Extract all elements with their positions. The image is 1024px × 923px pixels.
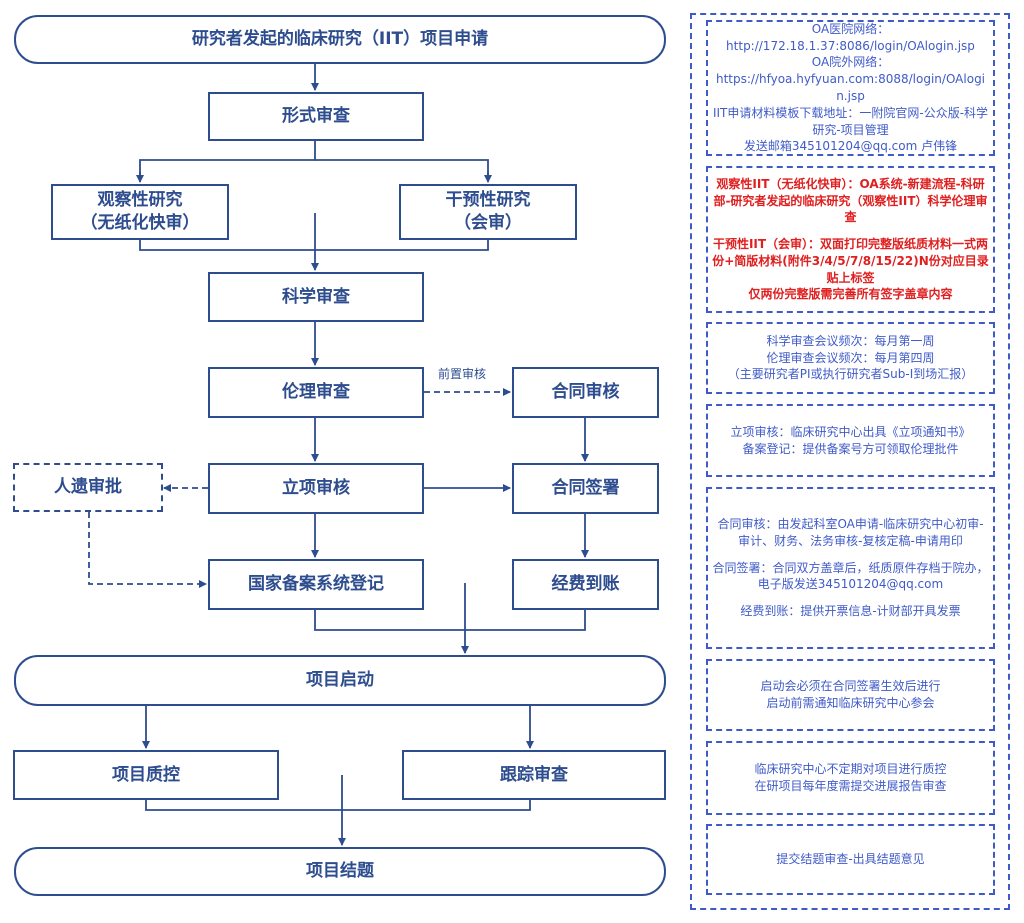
edge-formal-to-interventional (315, 159, 489, 180)
node-label: 跟踪审查 (500, 764, 568, 785)
edge-quality-to-merge (145, 800, 342, 811)
notes-panel (690, 13, 1010, 910)
node-contract-review: 合同审核 (512, 367, 659, 418)
note-line: 合同审核：由发起科室OA申请-临床研究中心初审-审计、财务、法务审核-复核定稿-… (717, 517, 984, 548)
node-label: 伦理审查 (282, 382, 350, 403)
edge-tracking-to-merge (342, 800, 531, 811)
edge-label-pre-review: 前置审核 (438, 367, 487, 381)
note-line: 观察性IIT（无纸化快审）：OA系统-新建流程-科研部-研究者发起的临床研究（观… (713, 176, 988, 225)
node-quality-control: 项目质控 (13, 750, 279, 800)
note-line: IIT申请材料模板下载地址：一附院官网-公众版-科学研究-项目管理 (712, 105, 989, 137)
note-line: OA医院网络： (811, 21, 890, 36)
node-label: 经费到账 (551, 574, 620, 595)
node-label: 项目启动 (306, 670, 374, 691)
node-contract-signing: 合同签署 (512, 463, 659, 514)
node-observational-study: 观察性研究 （无纸化快审） (51, 184, 229, 240)
node-sublabel: （会审） (454, 213, 522, 233)
node-label: 国家备案系统登记 (248, 574, 384, 595)
note-oa-links: OA医院网络： http://172.18.1.37:8086/login/OA… (706, 20, 995, 156)
note-line: 经费到账：提供开票信息-计财部开具发票 (740, 604, 961, 619)
node-label: 研究者发起的临床研究（IIT）项目申请 (191, 29, 489, 50)
note-line: （主要研究者PI或执行研究者Sub-I到场汇报） (727, 367, 974, 382)
node-label: 观察性研究 (97, 190, 183, 211)
node-ethics-review: 伦理审查 (208, 367, 424, 418)
note-kickoff: 启动会必须在合同签署生效后进行 启动前需通知临床研究中心参会 (706, 659, 995, 731)
node-label: 干预性研究 (445, 190, 531, 211)
node-scientific-review: 科学审查 (208, 272, 424, 322)
note-line: 启动会必须在合同签署生效后进行 (760, 679, 941, 694)
note-line: 在研项目每年度需提交进展报告审查 (754, 779, 947, 793)
node-project-application: 研究者发起的临床研究（IIT）项目申请 (14, 15, 666, 64)
node-project-close: 项目结题 (14, 847, 666, 896)
node-national-registry: 国家备案系统登记 (208, 559, 424, 610)
note-line: OA院外网络： (811, 55, 890, 70)
edge-genetic-to-registry (88, 512, 207, 588)
note-quality-tracking: 临床研究中心不定期对项目进行质控 在研项目每年度需提交进展报告审查 (706, 741, 995, 815)
note-line: https://hfyoa.hyfyuan.com:8088/login/OAl… (715, 72, 986, 103)
node-project-approval: 立项审核 (208, 463, 424, 514)
node-label: 项目结题 (306, 861, 374, 882)
edge-funds-to-merge (465, 610, 586, 631)
node-label: 立项审核 (282, 478, 350, 499)
note-line: 伦理审查会议频次：每月第四周 (766, 350, 935, 365)
node-label: 科学审查 (282, 286, 350, 307)
node-formal-review: 形式审查 (208, 92, 424, 141)
edge-observational-to-merge (139, 240, 315, 251)
note-closing: 提交结题审查-出具结题意见 (706, 824, 995, 895)
node-interventional-study: 干预性研究 （会审） (399, 184, 577, 240)
note-line: 科学审查会议频次：每月第一周 (766, 333, 935, 348)
note-line: 合同签署：合同双方盖章后，纸质原件存档于院办，电子版发送345101204@qq… (712, 560, 989, 592)
node-human-genetic-approval: 人遗审批 (13, 463, 163, 512)
note-meeting-frequency: 科学审查会议频次：每月第一周 伦理审查会议频次：每月第四周 （主要研究者PI或执… (706, 322, 995, 394)
node-label: 人遗审批 (54, 477, 122, 498)
note-approval-registration: 立项审核：临床研究中心出具《立项通知书》 备案登记：提供备案号方可领取伦理批件 (706, 404, 995, 477)
note-line: 提交结题审查-出具结题意见 (776, 852, 925, 867)
edge-registry-to-merge (314, 610, 465, 631)
note-line: 干预性IIT（会审）：双面打印完整版纸质材料一式两份+简版材料(附件3/4/5/… (712, 237, 989, 285)
node-label: 合同签署 (551, 478, 620, 499)
note-line: 备案登记：提供备案号方可领取伦理批件 (742, 441, 959, 456)
edge-formal-to-branches (139, 141, 316, 180)
node-label: 形式审查 (282, 106, 350, 127)
note-line: 临床研究中心不定期对项目进行质控 (754, 762, 947, 777)
node-label: 合同审核 (551, 382, 620, 403)
note-submission-requirements: 观察性IIT（无纸化快审）：OA系统-新建流程-科研部-研究者发起的临床研究（观… (706, 166, 995, 313)
note-line: 立项审核：临床研究中心出具《立项通知书》 (730, 424, 971, 439)
note-line: http://172.18.1.37:8086/login/OAlogin.js… (726, 38, 975, 53)
note-line: 发送邮箱345101204@qq.com 卢伟锋 (743, 139, 958, 154)
node-label: 项目质控 (112, 764, 180, 785)
node-funds-arrival: 经费到账 (512, 559, 659, 610)
note-contract-funds: 合同审核：由发起科室OA申请-临床研究中心初审-审计、财务、法务审核-复核定稿-… (706, 487, 995, 649)
node-project-start: 项目启动 (14, 655, 666, 706)
node-tracking-review: 跟踪审查 (402, 750, 666, 800)
note-line: 启动前需通知临床研究中心参会 (766, 696, 935, 710)
edge-interventional-to-merge (315, 240, 489, 251)
node-sublabel: （无纸化快审） (80, 213, 200, 233)
note-line: 仅两份完整版需完善所有签字盖章内容 (748, 287, 953, 302)
